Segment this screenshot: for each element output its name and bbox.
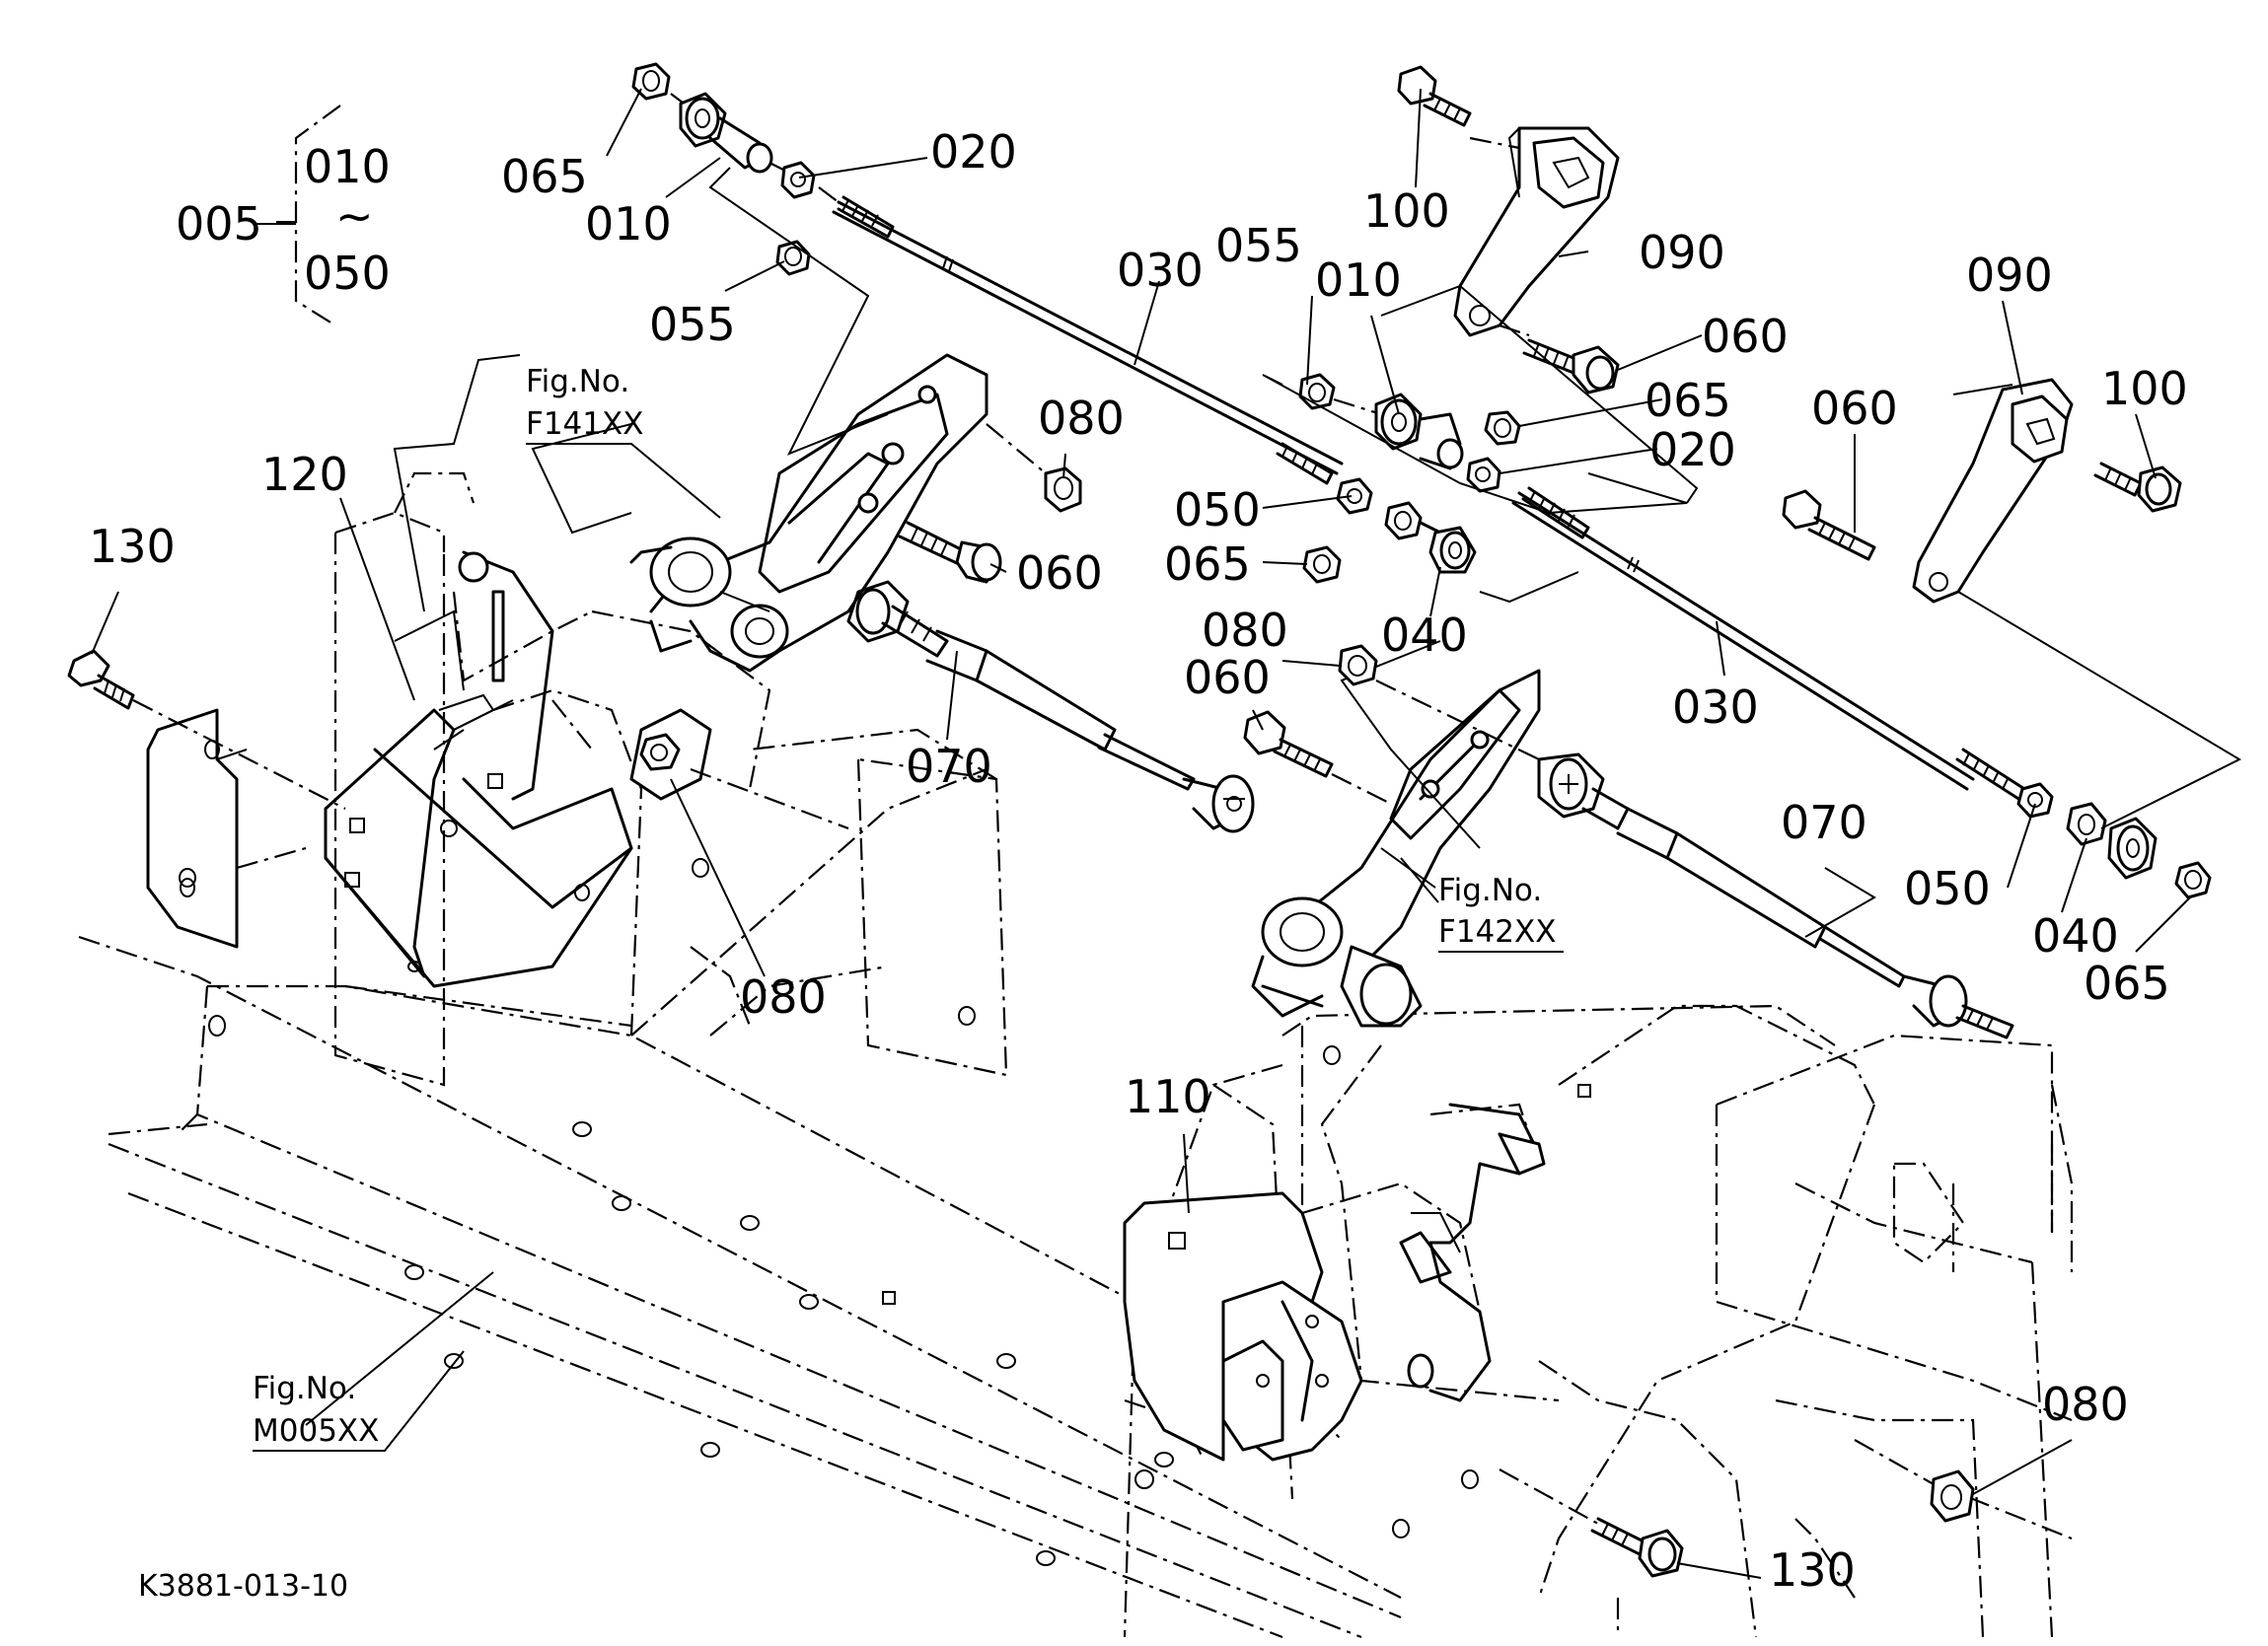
callout-080[interactable]: 080 xyxy=(2042,1378,2129,1431)
callout-110[interactable]: 110 xyxy=(1125,1070,1211,1123)
range-separator: ~ xyxy=(335,189,374,243)
callout-065[interactable]: 065 xyxy=(1164,537,1251,591)
callout-030[interactable]: 030 xyxy=(1117,244,1204,297)
callout-060[interactable]: 060 xyxy=(1016,546,1103,600)
callout-130[interactable]: 130 xyxy=(1769,1543,1856,1597)
bolt-100-right xyxy=(2093,462,2182,513)
bolt-060-left xyxy=(898,521,1002,584)
rod-end-010-middle xyxy=(1298,373,1521,493)
callout-010[interactable]: 010 xyxy=(1315,253,1402,307)
nut-080-lower xyxy=(629,708,849,830)
nut-080-lower-right xyxy=(1854,1439,1975,1523)
callout-090[interactable]: 090 xyxy=(1966,249,2053,302)
callout-labels: 065 010 020 055 030 055 010 100 090 060 … xyxy=(89,125,2188,1597)
left-lever-assembly xyxy=(551,353,988,751)
callout-080[interactable]: 080 xyxy=(740,970,827,1024)
callout-030[interactable]: 030 xyxy=(1672,680,1759,734)
rod-end-040-right xyxy=(2016,782,2212,899)
bolt-130-left xyxy=(67,649,346,810)
fig-ref-f141-line2[interactable]: F141XX xyxy=(526,406,643,442)
bolt-060-right-lever xyxy=(1243,710,1392,805)
diagram-code: K3881-013-10 xyxy=(138,1569,348,1604)
leader-lines xyxy=(91,88,2191,1579)
callout-100[interactable]: 100 xyxy=(2101,362,2188,415)
cable-070-right xyxy=(1537,752,2014,1039)
nut-080-right xyxy=(1338,644,1540,760)
bolt-130-right xyxy=(1499,1468,1684,1578)
bolt-100-upper xyxy=(1397,65,1472,127)
range-end: 050 xyxy=(304,247,391,300)
bolt-060-upper xyxy=(1522,338,1620,394)
callout-100[interactable]: 100 xyxy=(1363,184,1450,238)
rod-end-010-left xyxy=(631,62,889,456)
rod-end-040-middle xyxy=(1262,374,1688,604)
callout-020[interactable]: 020 xyxy=(930,125,1017,179)
range-start: 010 xyxy=(304,140,391,193)
callout-130[interactable]: 130 xyxy=(89,520,176,573)
callout-050[interactable]: 050 xyxy=(1174,483,1261,537)
fig-ref-f142[interactable]: Fig.No. F142XX xyxy=(1400,857,1564,953)
callout-065[interactable]: 065 xyxy=(2084,957,2170,1010)
fig-ref-m005-line1: Fig.No. xyxy=(253,1371,356,1406)
fig-ref-m005[interactable]: Fig.No. M005XX xyxy=(253,1350,465,1452)
callout-050[interactable]: 050 xyxy=(1904,862,1991,915)
callout-010[interactable]: 010 xyxy=(585,197,672,250)
fig-ref-f142-line1: Fig.No. xyxy=(1438,873,1542,908)
callout-065[interactable]: 065 xyxy=(1645,374,1731,427)
callout-065[interactable]: 065 xyxy=(501,150,588,203)
callout-040[interactable]: 040 xyxy=(1381,608,1468,662)
rod-030-upper xyxy=(832,195,1344,485)
callout-060[interactable]: 060 xyxy=(1811,382,1898,435)
callout-055[interactable]: 055 xyxy=(649,298,736,351)
arm-090-right xyxy=(1912,378,2242,829)
callout-055[interactable]: 055 xyxy=(1215,219,1302,272)
assembly-range: 005 010 ~ 050 xyxy=(176,140,391,300)
callout-080[interactable]: 080 xyxy=(1038,392,1125,445)
callout-080[interactable]: 080 xyxy=(1202,604,1288,657)
callout-040[interactable]: 040 xyxy=(2032,909,2119,963)
callout-060[interactable]: 060 xyxy=(1184,651,1271,704)
frame-holes xyxy=(179,858,1591,1566)
fig-ref-f141-line1: Fig.No. xyxy=(526,364,629,399)
callout-060[interactable]: 060 xyxy=(1702,310,1789,363)
group-line-upper xyxy=(1380,284,1699,504)
arm-090-upper xyxy=(1453,126,1620,337)
callout-070[interactable]: 070 xyxy=(906,740,992,793)
fig-ref-f142-line2[interactable]: F142XX xyxy=(1438,914,1556,950)
fig-ref-m005-line2[interactable]: M005XX xyxy=(253,1413,379,1449)
assembly-number: 005 xyxy=(176,197,262,250)
bolt-060-right xyxy=(1782,489,1876,561)
fig-ref-f141[interactable]: Fig.No. F141XX xyxy=(526,364,721,519)
right-lever-assembly xyxy=(1251,640,1541,1028)
cable-070-left xyxy=(846,580,1255,833)
pedal-bracket xyxy=(146,550,633,988)
callout-070[interactable]: 070 xyxy=(1781,796,1867,849)
chassis-frame xyxy=(78,471,2074,1639)
callout-020[interactable]: 020 xyxy=(1649,423,1736,476)
bracket-110 xyxy=(1123,1103,1546,1462)
callout-090[interactable]: 090 xyxy=(1639,226,1725,279)
callout-120[interactable]: 120 xyxy=(261,448,348,501)
assembly-bracket xyxy=(255,105,341,326)
